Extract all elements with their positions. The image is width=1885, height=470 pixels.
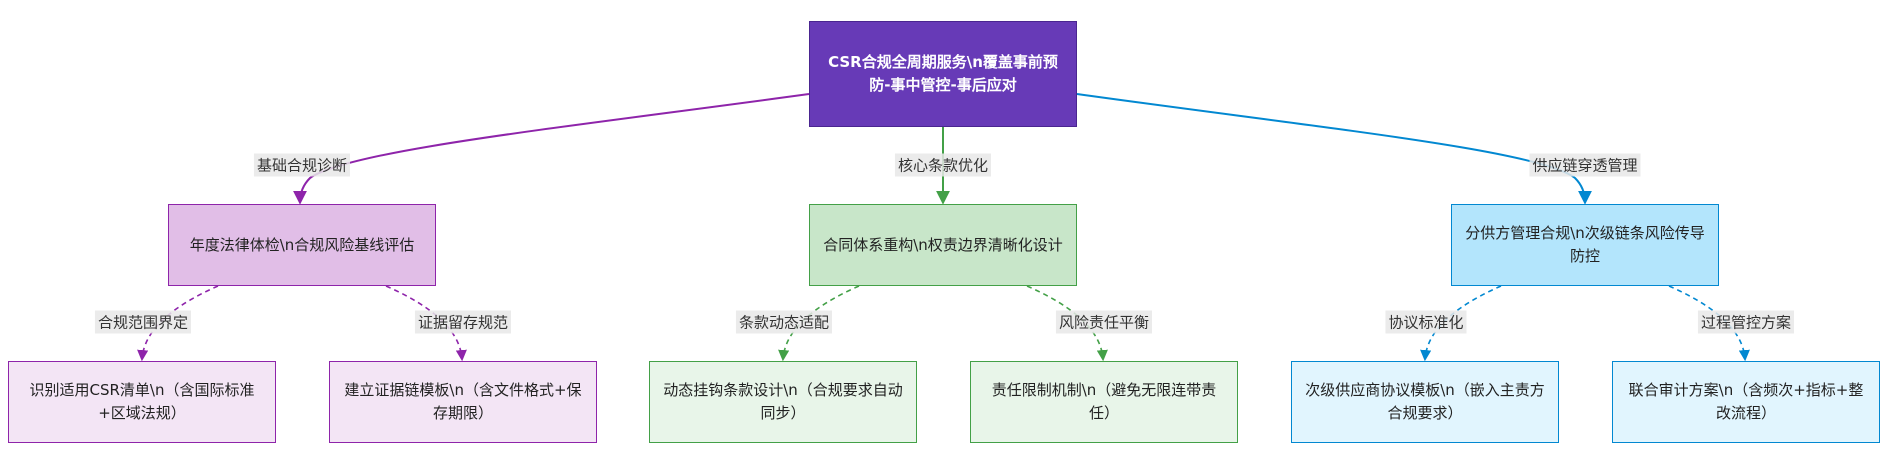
leaf-node-1-2: 建立证据链模板\n（含文件格式+保存期限） [329, 361, 597, 443]
leaf-node-1-1: 识别适用CSR清单\n（含国际标准+区域法规） [8, 361, 276, 443]
edge-root-branch-3 [1076, 93, 1592, 205]
branch-node-2: 合同体系重构\n权责边界清晰化设计 [809, 204, 1077, 286]
edge-label-branch-2-child-1: 条款动态适配 [735, 310, 833, 334]
edge-label-branch-2: 核心条款优化 [894, 153, 992, 177]
edge-label-branch-3: 供应链穿透管理 [1529, 153, 1641, 177]
leaf-node-3-2: 联合审计方案\n（含频次+指标+整改流程） [1612, 361, 1880, 443]
leaf-node-2-2: 责任限制机制\n（避免无限连带责任） [970, 361, 1238, 443]
edge-label-branch-3-child-2: 过程管控方案 [1697, 310, 1795, 334]
edge-label-branch-1-child-1: 合规范围界定 [94, 310, 192, 334]
leaf-node-3-1: 次级供应商协议模板\n（嵌入主责方合规要求） [1291, 361, 1559, 443]
leaf-node-2-1: 动态挂钩条款设计\n（合规要求自动同步） [649, 361, 917, 443]
branch-node-3: 分供方管理合规\n次级链条风险传导防控 [1451, 204, 1719, 286]
edge-label-branch-1: 基础合规诊断 [253, 153, 351, 177]
edge-label-branch-1-child-2: 证据留存规范 [414, 310, 512, 334]
edge-root-branch-1 [293, 93, 810, 205]
edge-label-branch-2-child-2: 风险责任平衡 [1055, 310, 1153, 334]
branch-node-1: 年度法律体检\n合规风险基线评估 [168, 204, 436, 286]
root-node: CSR合规全周期服务\n覆盖事前预防-事中管控-事后应对 [809, 21, 1077, 127]
edge-label-branch-3-child-1: 协议标准化 [1385, 310, 1467, 334]
